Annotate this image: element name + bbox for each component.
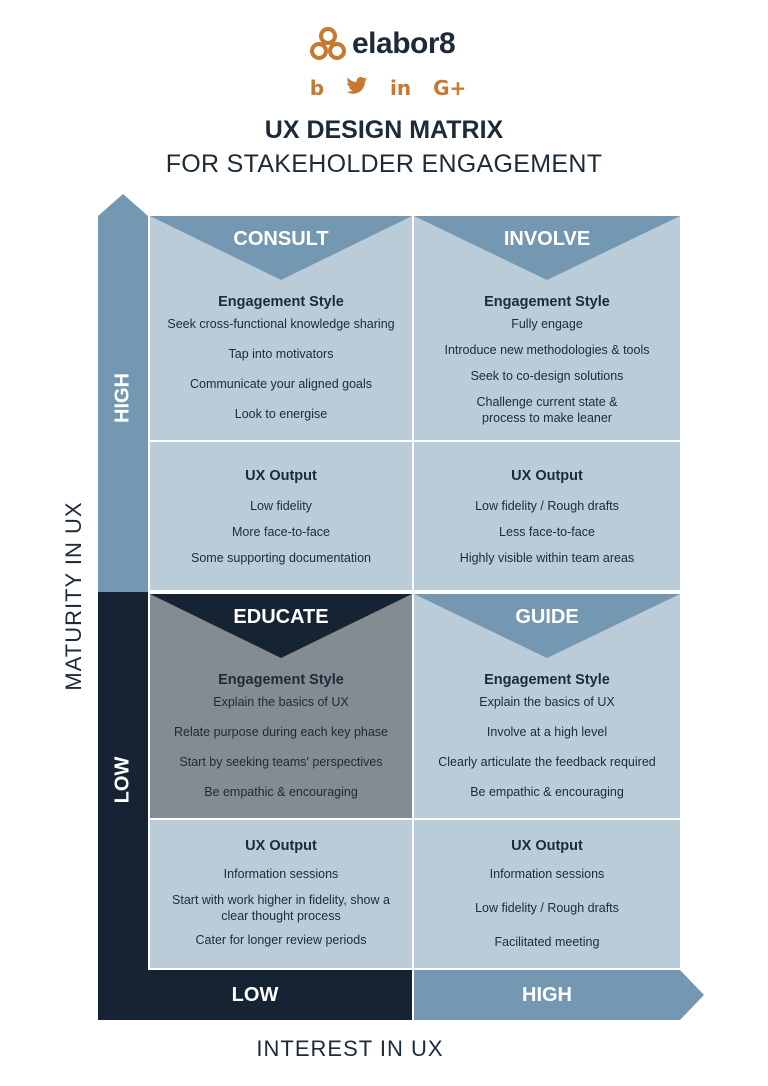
quadrant-consult-output: UX Output Low fidelity More face-to-face…: [150, 442, 412, 590]
x-axis-label: INTEREST IN UX: [256, 1036, 444, 1061]
quadrant-educate-engagement: EDUCATE Engagement Style Explain the bas…: [150, 594, 412, 818]
quadrant-educate-output: UX Output Information sessions Start wit…: [150, 820, 412, 968]
list-item: Start by seeking teams' perspectives: [179, 755, 383, 769]
quadrant-guide-engagement: GUIDE Engagement Style Explain the basic…: [414, 594, 680, 818]
list-item: Less face-to-face: [499, 525, 595, 539]
educate-chevron: [150, 594, 412, 658]
list-item: Tap into motivators: [228, 347, 334, 361]
consult-ux-output: UX Output Low fidelity More face-to-face…: [150, 468, 412, 566]
page-subtitle: FOR STAKEHOLDER ENGAGEMENT: [165, 150, 603, 178]
list-item: Start with work higher in fidelity, show…: [172, 893, 390, 923]
y-axis-arrow: [98, 194, 148, 216]
list-item: Look to energise: [234, 407, 328, 421]
list-item: Seek to co-design solutions: [470, 369, 624, 383]
elabor8-logo-mark: [310, 27, 346, 60]
guide-ux-output: UX Output Information sessions Low fidel…: [414, 838, 680, 950]
list-item: Facilitated meeting: [494, 935, 600, 949]
educate-engagement-style: Engagement Style Explain the basics of U…: [150, 672, 412, 800]
list-item: Information sessions: [223, 867, 339, 881]
quadrant-consult-engagement: CONSULT Engagement Style Seek cross-func…: [150, 216, 412, 440]
y-axis-high-bar: [98, 216, 148, 592]
educate-ux-output: UX Output Information sessions Start wit…: [150, 838, 412, 948]
educate-engagement-heading: Engagement Style: [218, 672, 344, 688]
linkedin-icon[interactable]: in: [390, 76, 412, 100]
y-axis-high-label: HIGH: [111, 373, 134, 423]
quadrant-consult-title: CONSULT: [233, 228, 329, 250]
list-item: Challenge current state & process to mak…: [476, 395, 618, 425]
involve-ux-output: UX Output Low fidelity / Rough drafts Le…: [414, 468, 680, 566]
y-axis-low-label: LOW: [111, 756, 134, 804]
y-axis-low-bar: [98, 592, 148, 970]
list-item: Be empathic & encouraging: [204, 785, 358, 799]
quadrant-involve-title: INVOLVE: [503, 228, 591, 250]
guide-output-heading: UX Output: [511, 838, 583, 854]
quadrant-educate-title: EDUCATE: [233, 606, 329, 628]
list-item: Be empathic & encouraging: [470, 785, 624, 799]
list-item: Explain the basics of UX: [213, 695, 349, 709]
list-item: Cater for longer review periods: [195, 933, 367, 947]
consult-engagement-heading: Engagement Style: [218, 294, 344, 310]
list-item: Explain the basics of UX: [479, 695, 615, 709]
twitter-icon[interactable]: [346, 76, 368, 101]
list-item: Involve at a high level: [486, 725, 608, 739]
guide-engagement-heading: Engagement Style: [484, 672, 610, 688]
consult-output-heading: UX Output: [245, 468, 317, 484]
list-item: Low fidelity: [250, 499, 312, 513]
list-item: Low fidelity / Rough drafts: [475, 499, 619, 513]
x-axis-low-bar: [98, 970, 412, 1020]
guide-chevron: [414, 594, 680, 658]
consult-chevron: [150, 216, 412, 280]
list-item: Low fidelity / Rough drafts: [475, 901, 619, 915]
list-item: Information sessions: [489, 867, 605, 881]
list-item: Communicate your aligned goals: [189, 377, 373, 391]
involve-engagement-style: Engagement Style Fully engage Introduce …: [414, 294, 680, 426]
list-item: Fully engage: [511, 317, 583, 331]
page-title: UX DESIGN MATRIX: [264, 116, 504, 144]
list-item: More face-to-face: [232, 525, 330, 539]
quadrant-involve-output: UX Output Low fidelity / Rough drafts Le…: [414, 442, 680, 590]
list-item: Highly visible within team areas: [459, 551, 635, 565]
list-item: Seek cross-functional knowledge sharing: [167, 317, 395, 331]
involve-engagement-heading: Engagement Style: [484, 294, 610, 310]
educate-output-heading: UX Output: [245, 838, 317, 854]
elabor8-logo[interactable]: elabor8: [308, 24, 468, 64]
logo-wordmark: elabor8: [352, 27, 456, 60]
involve-output-heading: UX Output: [511, 468, 583, 484]
list-item: Relate purpose during each key phase: [173, 725, 389, 739]
list-item: Clearly articulate the feedback required: [438, 755, 656, 769]
quadrant-guide-title: GUIDE: [515, 606, 579, 628]
involve-chevron: [414, 216, 680, 280]
y-axis-label: MATURITY IN UX: [61, 501, 86, 691]
quadrant-guide-output: UX Output Information sessions Low fidel…: [414, 820, 680, 968]
list-item: Introduce new methodologies & tools: [444, 343, 650, 357]
guide-engagement-style: Engagement Style Explain the basics of U…: [414, 672, 680, 800]
google-plus-icon[interactable]: G+: [433, 76, 467, 100]
x-axis-high-label: HIGH: [522, 984, 572, 1006]
x-axis-arrow: [680, 970, 704, 1020]
x-axis-low-label: LOW: [231, 984, 279, 1006]
blogger-icon[interactable]: b: [309, 76, 325, 100]
list-item: Some supporting documentation: [191, 551, 371, 565]
consult-engagement-style: Engagement Style Seek cross-functional k…: [150, 294, 412, 422]
social-links: b in G+: [308, 76, 468, 101]
x-axis-high-bar: [414, 970, 680, 1020]
quadrant-involve-engagement: INVOLVE Engagement Style Fully engage In…: [414, 216, 680, 440]
